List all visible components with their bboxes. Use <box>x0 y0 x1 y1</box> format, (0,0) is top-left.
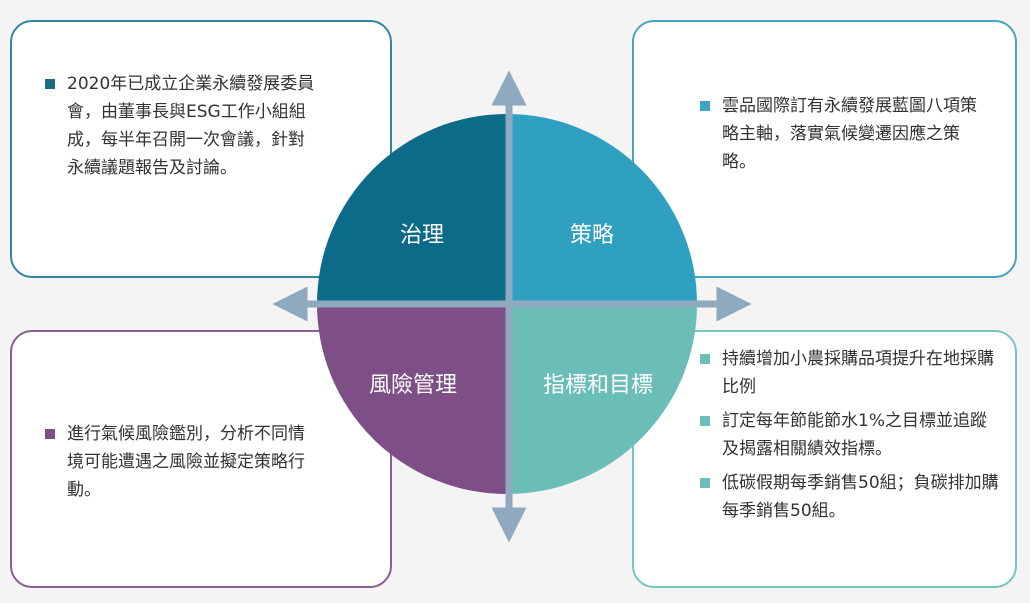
strategy-bullets: 雲品國際訂有永續發展藍圖八項策略主軸，落實氣候變遷因應之策略。 <box>700 92 990 182</box>
governance-label: 治理 <box>400 223 444 248</box>
bullet-item: 持續增加小農採購品項提升在地採購比例 <box>700 345 1000 401</box>
bullet-square-icon <box>700 478 710 488</box>
governance-quadrant <box>317 114 507 304</box>
bullet-square-icon <box>700 416 710 426</box>
strategy-box <box>632 20 1017 278</box>
bullet-text: 2020年已成立企業永續發展委員會，由董事長與ESG工作小組組成，每半年召開一次… <box>67 74 315 178</box>
bullet-item: 進行氣候風險鑑別，分析不同情境可能遭遇之風險並擬定策略行動。 <box>45 420 320 504</box>
metrics-targets-bullets: 持續增加小農採購品項提升在地採購比例 訂定每年節能節水1%之目標並追蹤及揭露相關… <box>700 345 1000 531</box>
bullet-item: 訂定每年節能節水1%之目標並追蹤及揭露相關績效指標。 <box>700 407 1000 463</box>
bullet-text: 進行氣候風險鑑別，分析不同情境可能遭遇之風險並擬定策略行動。 <box>67 424 305 500</box>
bullet-square-icon <box>700 354 710 364</box>
risk-management-box <box>10 330 392 588</box>
bullet-item: 2020年已成立企業永續發展委員會，由董事長與ESG工作小組組成，每半年召開一次… <box>45 70 320 182</box>
strategy-label: 策略 <box>570 223 614 248</box>
bullet-item: 雲品國際訂有永續發展藍圖八項策略主軸，落實氣候變遷因應之策略。 <box>700 92 990 176</box>
bullet-square-icon <box>45 429 55 439</box>
bullet-square-icon <box>700 101 710 111</box>
governance-bullets: 2020年已成立企業永續發展委員會，由董事長與ESG工作小組組成，每半年召開一次… <box>45 70 320 188</box>
bullet-text: 訂定每年節能節水1%之目標並追蹤及揭露相關績效指標。 <box>722 411 987 459</box>
bullet-square-icon <box>45 79 55 89</box>
bullet-item: 低碳假期每季銷售50組；負碳排加購每季銷售50組。 <box>700 469 1000 525</box>
strategy-quadrant <box>507 114 697 304</box>
metrics-targets-box <box>632 330 1017 588</box>
governance-box <box>10 20 392 278</box>
bullet-text: 持續增加小農採購品項提升在地採購比例 <box>722 349 994 397</box>
risk-management-bullets: 進行氣候風險鑑別，分析不同情境可能遭遇之風險並擬定策略行動。 <box>45 420 320 510</box>
metrics-targets-quadrant <box>507 304 697 494</box>
bullet-text: 雲品國際訂有永續發展藍圖八項策略主軸，落實氣候變遷因應之策略。 <box>722 96 977 172</box>
risk-management-quadrant <box>317 304 507 494</box>
bullet-text: 低碳假期每季銷售50組；負碳排加購每季銷售50組。 <box>722 473 999 521</box>
metrics-targets-label: 指標和目標 <box>543 373 653 398</box>
risk-management-label: 風險管理 <box>369 373 457 398</box>
